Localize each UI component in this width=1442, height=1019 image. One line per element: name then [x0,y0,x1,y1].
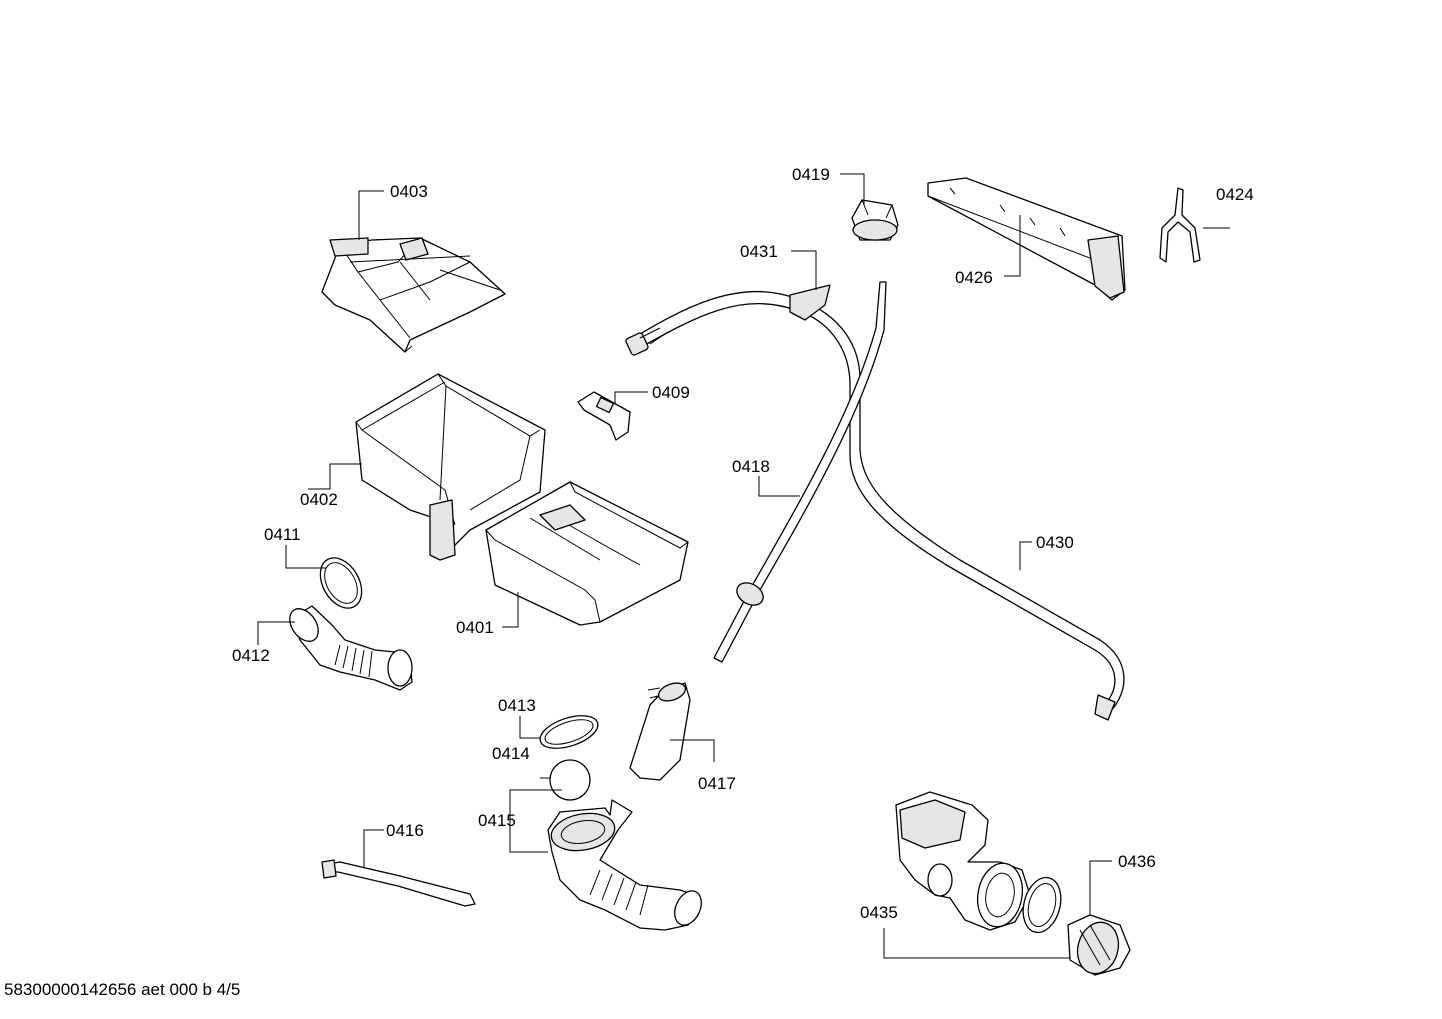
label-0409: 0409 [652,383,690,402]
label-0414: 0414 [492,744,530,763]
leader-0418 [758,476,800,497]
footer-document-id: 58300000142656 aet 000 b 4/5 [4,980,241,999]
label-0401: 0401 [456,618,494,637]
leader-0415 [509,789,562,853]
part-0419-cap [851,199,899,241]
leader-0431 [791,250,817,290]
label-0435: 0435 [860,903,898,922]
label-0412: 0412 [232,646,270,665]
leader-0426 [1004,215,1021,277]
part-0424-hook [1159,187,1201,263]
part-0418-thin-tube [713,281,887,663]
leader-0430 [1019,541,1032,570]
part-0409-clip [577,391,631,441]
leader-0419 [840,173,865,205]
part-0413-ring [539,715,599,749]
leader-0401 [502,592,519,628]
label-0436: 0436 [1118,852,1156,871]
leader-0416 [363,829,384,868]
label-0418: 0418 [732,457,770,476]
label-0431: 0431 [740,242,778,261]
part-0403-drawer-cover [321,237,506,353]
leader-0436 [1089,860,1112,915]
part-0417-sensor [629,682,691,781]
label-0417: 0417 [698,774,736,793]
label-0416: 0416 [386,821,424,840]
part-0412-bellows-hose [289,605,413,691]
part-0402-drawer-housing [355,373,546,561]
part-0426-cable-rail [927,177,1126,301]
label-0419: 0419 [792,165,830,184]
label-0413: 0413 [498,696,536,715]
label-0403: 0403 [390,182,428,201]
part-0414-ball [549,759,591,801]
part-0435-drain-pump [895,791,1031,931]
leader-0412 [257,621,295,645]
leader-0403 [358,190,384,240]
part-0411-ring [319,557,363,609]
leader-0409 [614,391,648,404]
part-0436-filter-and-seal [1022,876,1131,976]
part-0416-small-hose [321,859,476,907]
part-0430-0431-hose [625,284,1125,721]
label-0430: 0430 [1036,533,1074,552]
part-0401-detergent-drawer [485,481,689,626]
label-0424: 0424 [1216,185,1254,204]
label-0415: 0415 [478,811,516,830]
leader-0435 [883,928,1070,959]
label-0426: 0426 [955,268,993,287]
leader-0402 [308,463,362,490]
leader-0411 [285,545,326,569]
leader-0417 [670,739,715,762]
part-0415-sump-hose [547,799,702,931]
label-0402: 0402 [300,490,338,509]
label-0411: 0411 [264,525,301,544]
leader-0413 [519,716,540,739]
